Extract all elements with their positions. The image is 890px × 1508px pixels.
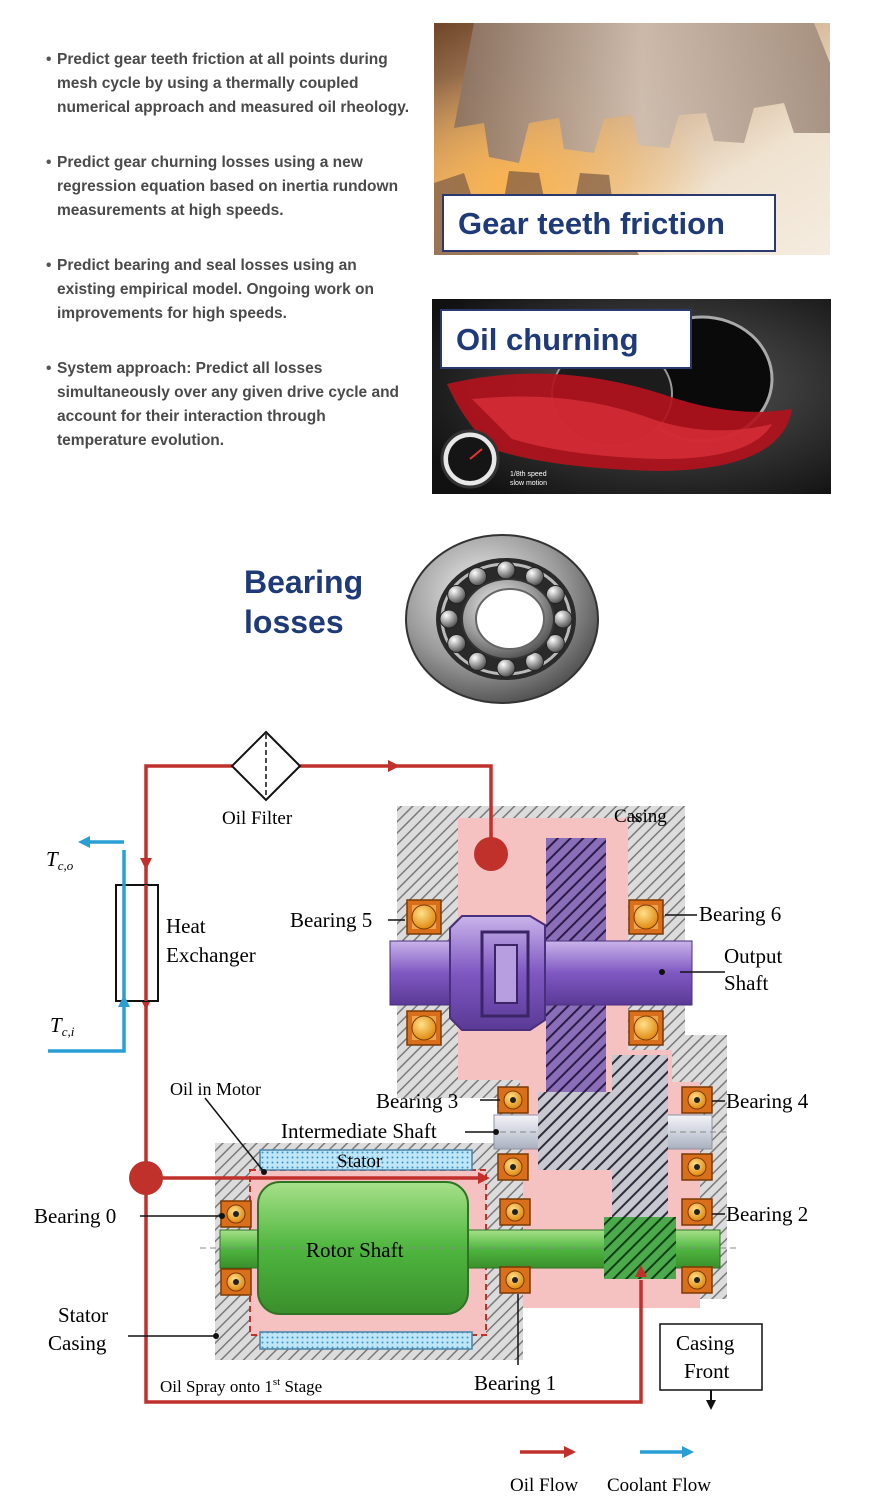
bearing-ball [447, 585, 467, 604]
bearing-0-bottom [220, 1268, 252, 1296]
stator-casing-label-2: Casing [48, 1331, 107, 1355]
rotor-shaft-label: Rotor Shaft [306, 1238, 404, 1262]
bearing-2-bottom [681, 1266, 713, 1294]
bearing-1-label: Bearing 1 [474, 1371, 556, 1395]
bearing-3-bottom [497, 1153, 529, 1181]
legend-coolant-flow: Coolant Flow [607, 1475, 711, 1496]
casing-front-box [659, 1323, 763, 1391]
bullet-list: Predict gear teeth friction at all point… [46, 48, 416, 484]
bearing-4-label: Bearing 4 [726, 1089, 809, 1113]
intermediate-shaft-label: Intermediate Shaft [281, 1119, 437, 1143]
oil-filter-label: Oil Filter [222, 808, 293, 829]
ball-bearing-photo [405, 534, 599, 704]
bearing-1-bottom [499, 1266, 531, 1294]
bearing-ball [439, 609, 459, 629]
oil-churning-label: Oil churning [440, 309, 692, 369]
bearing-2-label: Bearing 2 [726, 1202, 808, 1226]
stator-top [259, 1149, 473, 1171]
heat-exchanger-label-2: Exchanger [166, 943, 256, 967]
bearing-losses-line-1: Bearing [244, 564, 364, 600]
stator-bottom [259, 1331, 473, 1350]
casing-front-label-2: Front [684, 1359, 730, 1383]
bearing-0-top [220, 1200, 252, 1228]
casing-front-label-1: Casing [676, 1331, 735, 1355]
oil-filter-icon [230, 730, 302, 802]
bearing-5-label: Bearing 5 [290, 908, 372, 932]
casing-label: Casing [614, 806, 667, 827]
bearing-ball [496, 658, 516, 678]
gear-teeth-photo: Gear teeth friction [434, 23, 830, 255]
tci-label: Tc,i [50, 1013, 75, 1039]
bearing-5-bottom [406, 1010, 442, 1046]
bearing-ball [496, 560, 516, 580]
bearing-4-top [681, 1086, 713, 1114]
ev-drivetrain-diagram: Oil Filter Casing Tc,o Tc,i Heat Exchang… [34, 730, 809, 1496]
bearing-losses-title: Bearing losses [244, 562, 363, 642]
bearing-losses-line-2: losses [244, 604, 344, 640]
bullet-system-approach: System approach: Predict all losses simu… [46, 357, 416, 453]
oil-flow-path [144, 764, 643, 1404]
bearing-3-label: Bearing 3 [376, 1089, 458, 1113]
bearing-2-top [681, 1198, 713, 1226]
oil-in-motor-label: Oil in Motor [170, 1079, 261, 1099]
gear-teeth-friction-label: Gear teeth friction [442, 194, 776, 252]
oil-caption-2: slow motion [510, 480, 547, 487]
bullet-gear-friction: Predict gear teeth friction at all point… [46, 48, 416, 120]
bearing-ball [545, 634, 565, 653]
bearing-5-top [406, 899, 442, 935]
legend-oil-flow: Oil Flow [510, 1475, 578, 1496]
oil-caption-1: 1/8th speed [510, 471, 547, 478]
oil-junction [129, 1161, 163, 1195]
stator-casing-label-1: Stator [58, 1303, 108, 1327]
oil-reservoir-top [474, 837, 508, 871]
intermediate-gear-large [612, 1055, 668, 1221]
bearing-ball [468, 567, 487, 587]
bullet-bearing-seal: Predict bearing and seal losses using an… [46, 254, 416, 326]
coolant-flow-path [48, 840, 126, 1053]
bearing-4-bottom [681, 1153, 713, 1181]
bearing-ball [553, 609, 573, 629]
output-shaft-label-1: Output [724, 944, 783, 968]
bearing-6-label: Bearing 6 [699, 902, 781, 926]
legend: Oil Flow Coolant Flow [510, 1446, 711, 1496]
bearing-ball [447, 634, 467, 653]
bearing-3-top [497, 1086, 529, 1114]
oil-churning-photo: Oil churning 1/8th speed slow motion [432, 299, 831, 494]
bearing-ball [545, 585, 565, 604]
stator-label: Stator [337, 1151, 383, 1172]
bearing-ball [468, 651, 487, 671]
bullet-churning: Predict gear churning losses using a new… [46, 151, 416, 223]
oil-spray-label: Oil Spray onto 1st Stage [160, 1376, 322, 1396]
bearing-6-top [628, 899, 664, 935]
bearing-0-label: Bearing 0 [34, 1204, 116, 1228]
intermediate-gear-small [538, 1092, 612, 1170]
tco-label: Tc,o [46, 847, 74, 873]
bearing-1-top [499, 1198, 531, 1226]
heat-exchanger-label-1: Heat [166, 914, 206, 938]
output-shaft-label-2: Shaft [724, 971, 768, 995]
bearing-6-bottom [628, 1010, 664, 1046]
